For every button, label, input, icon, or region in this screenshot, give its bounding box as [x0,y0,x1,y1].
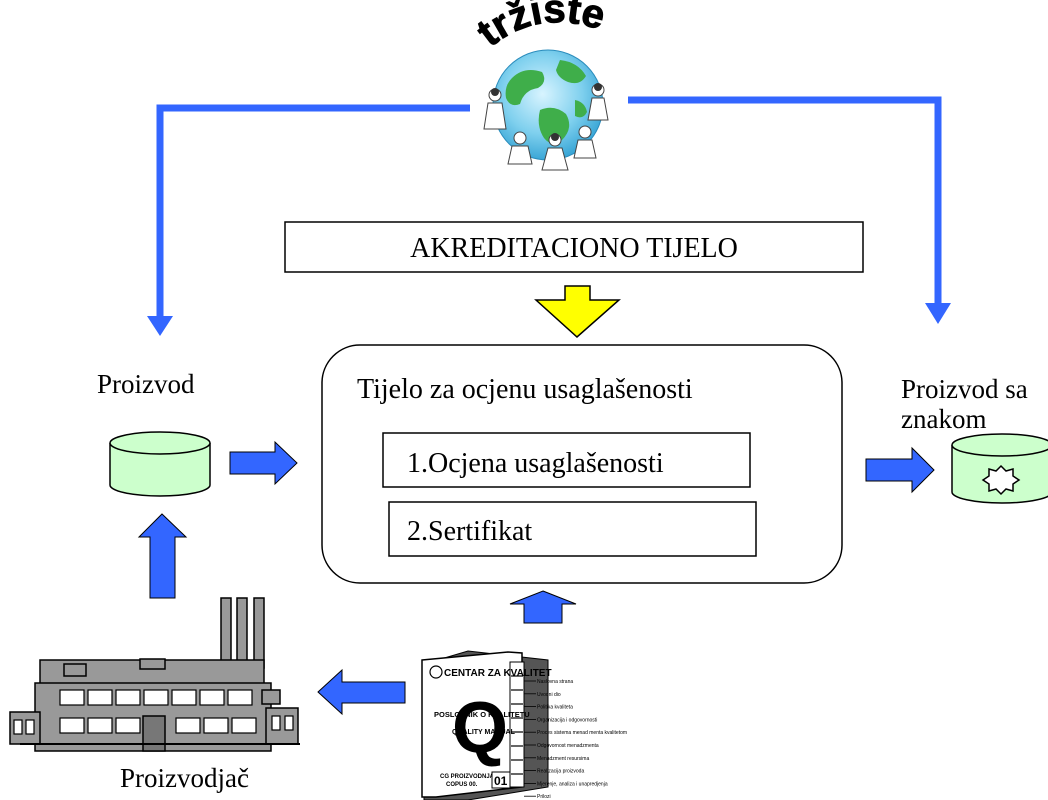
market-title-text: tržište [468,0,610,55]
manual-to-manufacturer-arrow [317,668,406,716]
marked-product-cylinder-icon [951,433,1048,504]
quality-manual-icon: CENTAR ZA KVALITET Q POSLOVNIK O KVALITE… [421,650,627,800]
manual-tab-label: Menadzment resursima [537,756,589,762]
manual-title1: POSLOVNIK O KVALITETU [434,710,530,719]
manufacturer-to-product-arrow [137,513,188,599]
step-certificate-label: 2.Sertifikat [407,516,532,547]
manual-to-body-arrow [509,590,577,624]
factory-icon [9,597,300,752]
manual-footer2: COPUS 00. [446,782,478,788]
market-title: tržište [468,0,610,55]
manual-title2: QUALITY MANUAL [452,729,516,736]
manual-number: 01 [494,774,508,788]
accreditation-arrow [534,285,621,339]
manual-tab-label: Mjerenje, analiza i unapredjenja [537,781,608,787]
manual-footer1: CG PROIZVODNJA [440,774,495,780]
body-to-marked-product-arrow [865,446,935,494]
market-to-marked-product-arrow [628,96,951,324]
manual-tab-label: Realizacija proizvoda [537,769,584,775]
manual-tab-label: Uvodni dio [537,692,561,698]
globe-icon [483,49,609,171]
manual-header: CENTAR ZA KVALITET [444,668,552,679]
manual-tab-label: Proces sistema menad menta kvalitetom [537,730,627,736]
product-label: Proizvod [97,369,195,399]
accreditation-box [284,221,864,273]
marked-product-label-line2: znakom [901,404,987,434]
manufacturer-label: Proizvodjač [120,763,249,793]
manual-tab-label: Naslovna strana [537,679,573,685]
manual-tab-label: Politika kvaliteta [537,705,573,711]
product-to-body-arrow [229,440,298,486]
step-assessment-box [382,432,751,488]
conformity-body-title: Tijelo za ocjenu usaglašenosti [357,374,693,405]
marked-product-label-line1: Proizvod sa [901,374,1028,404]
quality-mark-icon [981,464,1021,496]
manual-tab-label: Organizacija i odgovornosti [537,717,597,723]
manual-tab-label: Odgovornost menadzmenta [537,743,599,749]
product-cylinder-icon [109,431,211,497]
step-assessment-label: 1.Ocjena usaglašenosti [407,448,664,479]
manual-letter: Q [452,688,508,768]
manual-tab-label: Prilozi [537,794,551,800]
step-certificate-box [388,501,757,557]
market-to-product-arrow [147,104,470,336]
svg-text:tržište: tržište [469,0,610,55]
accreditation-label: AKREDITACIONO TIJELO [410,233,738,264]
